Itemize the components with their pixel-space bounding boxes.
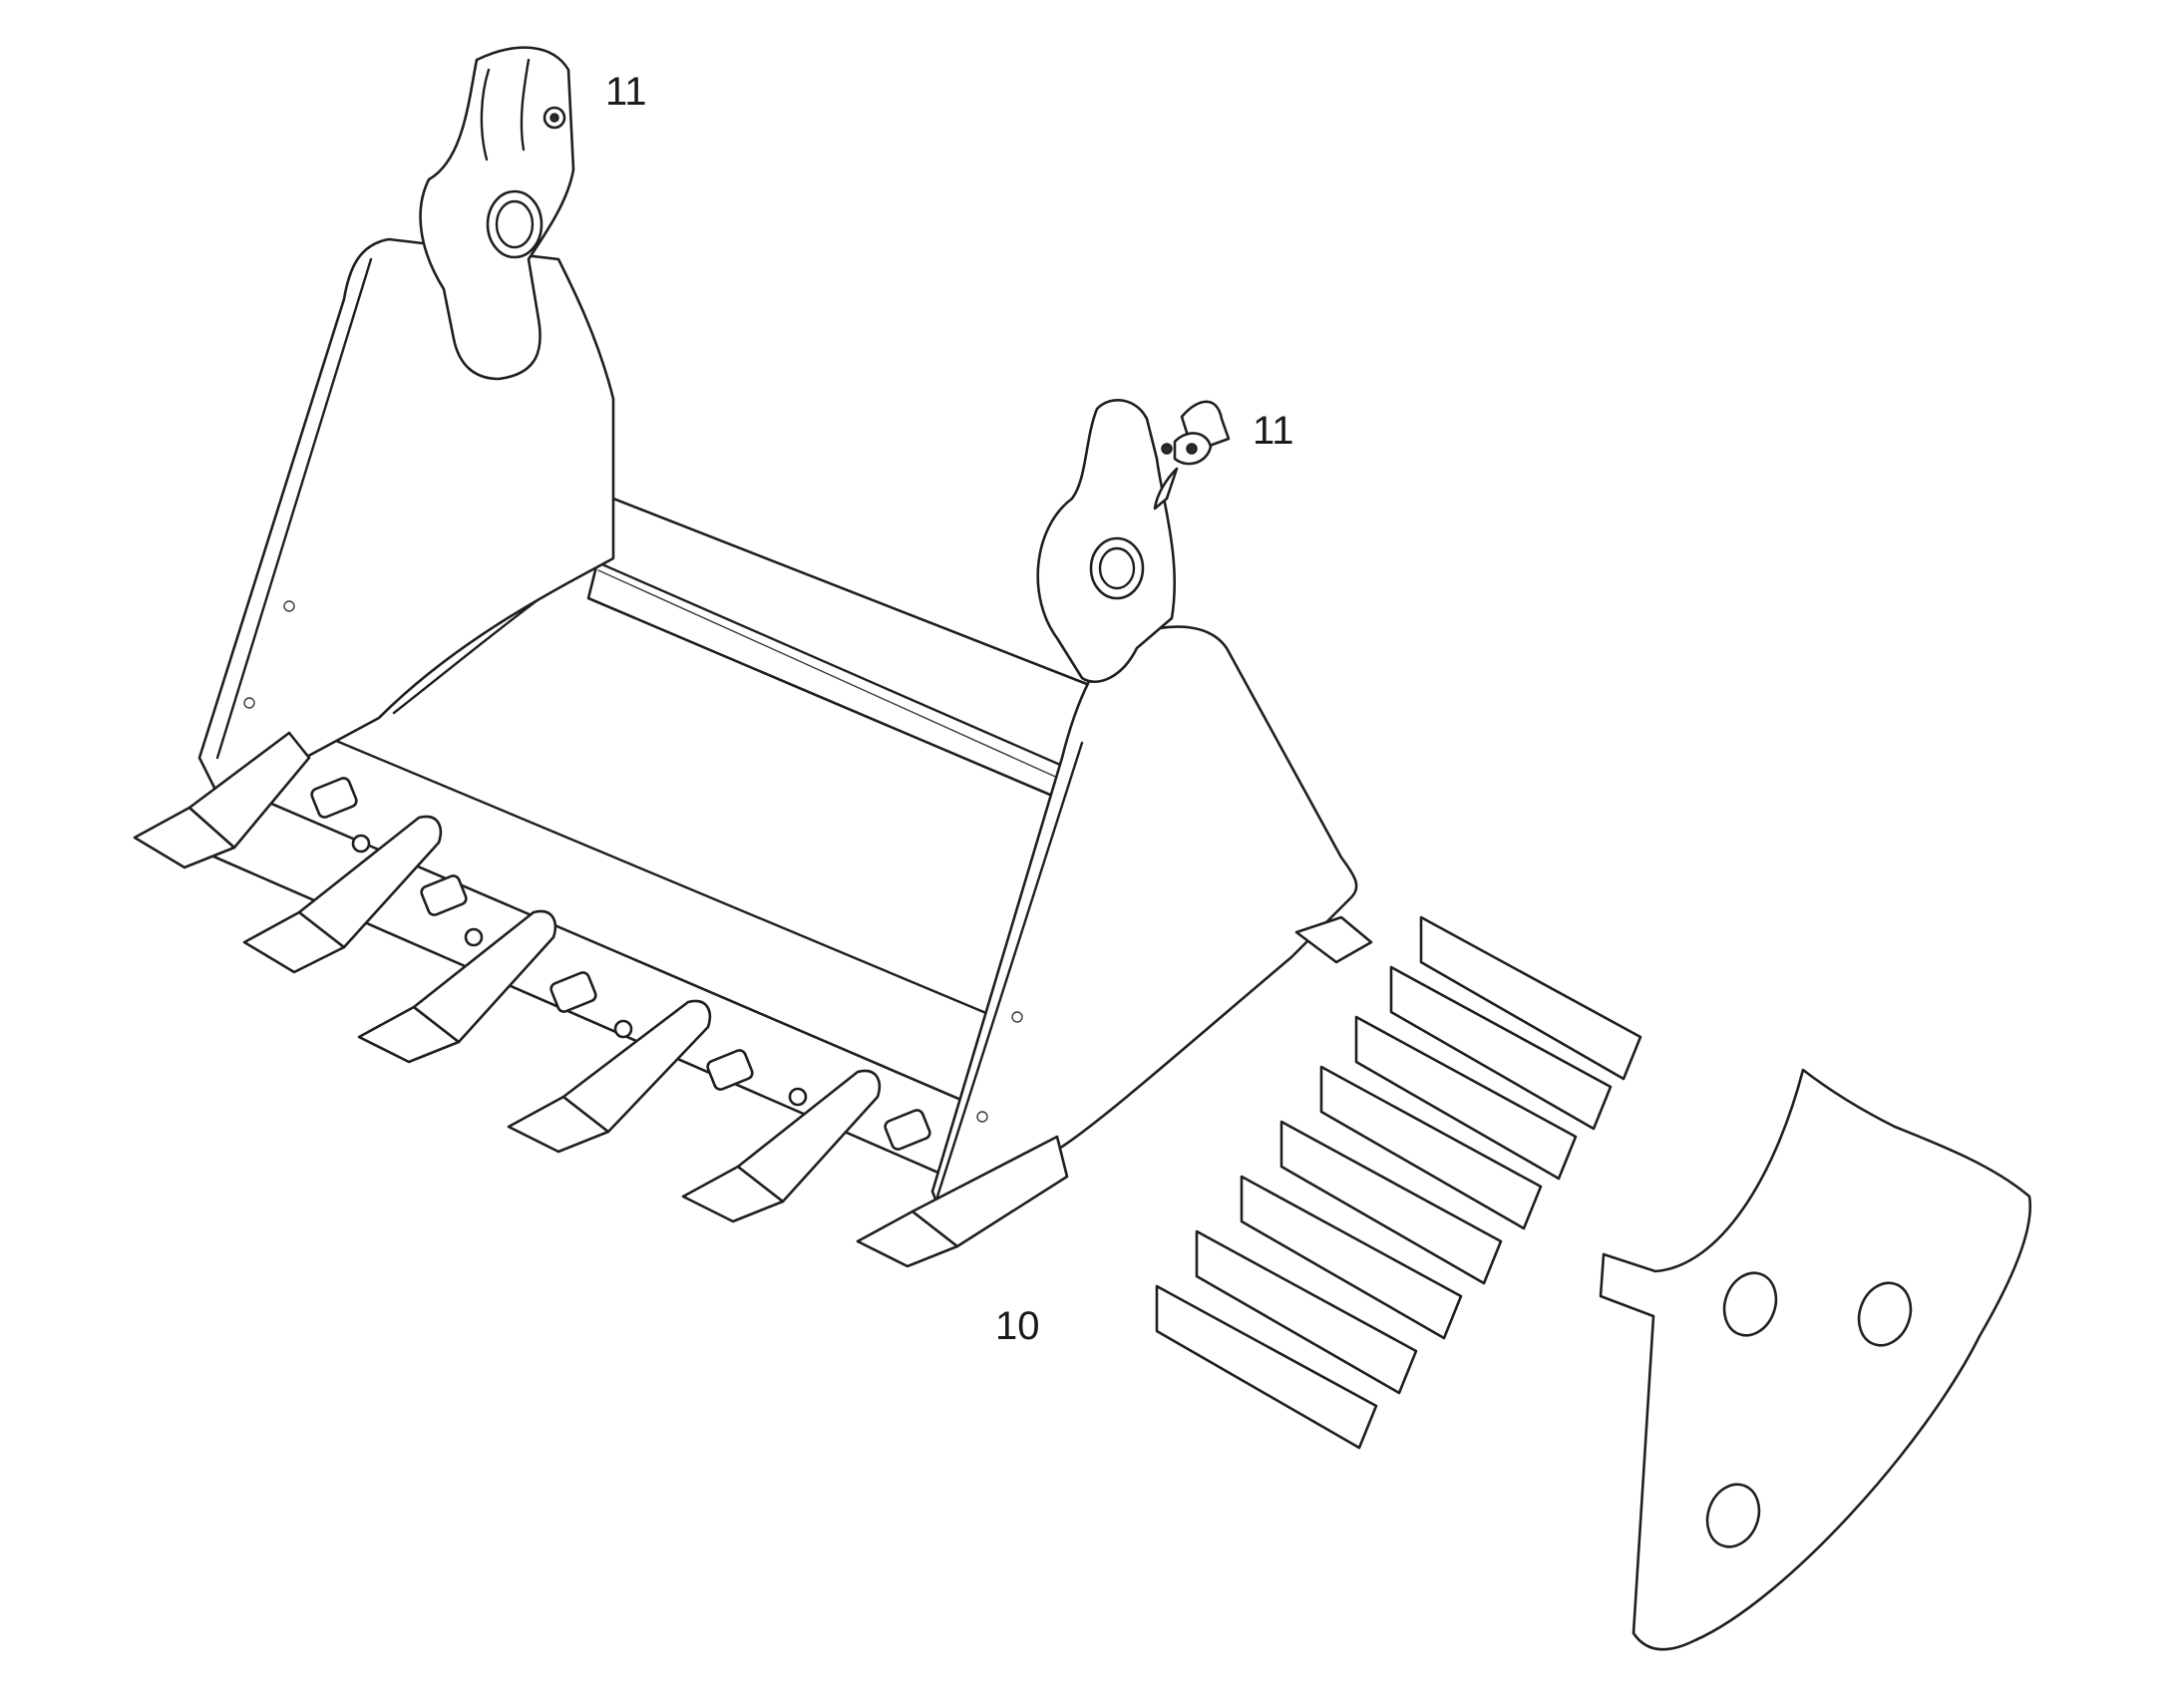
tooth-2 xyxy=(242,815,443,974)
tooth-4 xyxy=(507,999,712,1154)
tooth-1 xyxy=(133,731,311,869)
callout-wear-strips: 10 xyxy=(995,1304,1040,1348)
lock-plate xyxy=(884,1109,931,1151)
tooth-5 xyxy=(681,1069,882,1223)
right-side-plate xyxy=(930,625,1358,1218)
wear-strips xyxy=(1155,915,1642,1450)
tooth-3 xyxy=(357,909,557,1064)
callout-hinge-left: 11 xyxy=(605,70,647,114)
left-hinge-boss xyxy=(419,46,575,381)
teeth-row xyxy=(133,731,1069,1268)
tooth-6 xyxy=(856,1135,1069,1268)
lock-plate xyxy=(310,777,358,819)
lock-plate xyxy=(706,1049,754,1091)
right-hinge-boss xyxy=(1036,399,1231,684)
lock-plate xyxy=(420,874,468,916)
left-side-plate xyxy=(197,237,615,790)
callout-hinge-right: 11 xyxy=(1253,409,1294,453)
side-cutter xyxy=(1294,915,1373,964)
side-wear-plate xyxy=(1599,1068,2032,1651)
lock-plate xyxy=(549,971,597,1013)
